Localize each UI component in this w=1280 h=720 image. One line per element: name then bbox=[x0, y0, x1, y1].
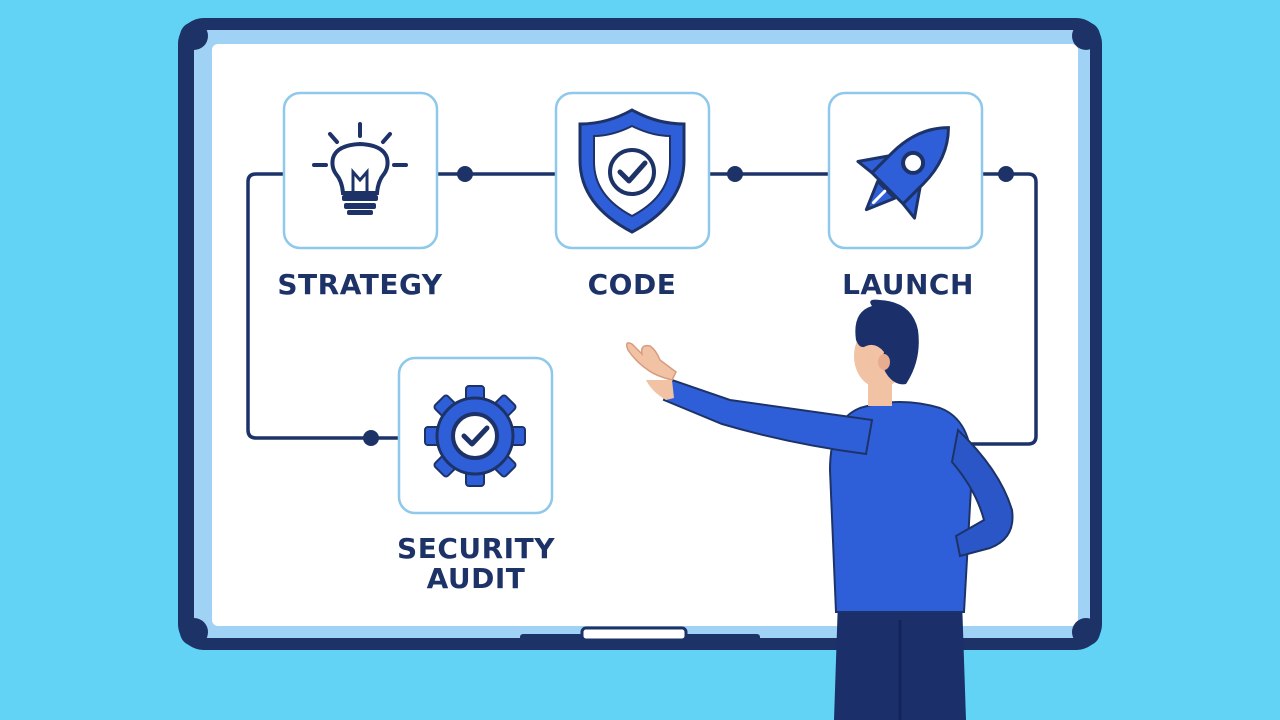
connector-dots bbox=[363, 166, 1014, 446]
step-label-security-audit: SECURITY AUDIT bbox=[376, 534, 576, 594]
step-label-launch: LAUNCH bbox=[842, 268, 974, 301]
step-label-security-audit-line1: SECURITY bbox=[397, 532, 555, 565]
lightbulb-icon bbox=[312, 122, 408, 215]
step-label-code: CODE bbox=[587, 268, 677, 301]
rocket-icon bbox=[856, 126, 950, 220]
shield-check-icon bbox=[578, 108, 686, 234]
step-label-security-audit-line2: AUDIT bbox=[426, 562, 526, 595]
gear-check-icon bbox=[424, 385, 526, 487]
presenter-figure bbox=[625, 299, 1014, 720]
step-label-strategy: STRATEGY bbox=[277, 268, 443, 301]
marker bbox=[580, 626, 688, 642]
